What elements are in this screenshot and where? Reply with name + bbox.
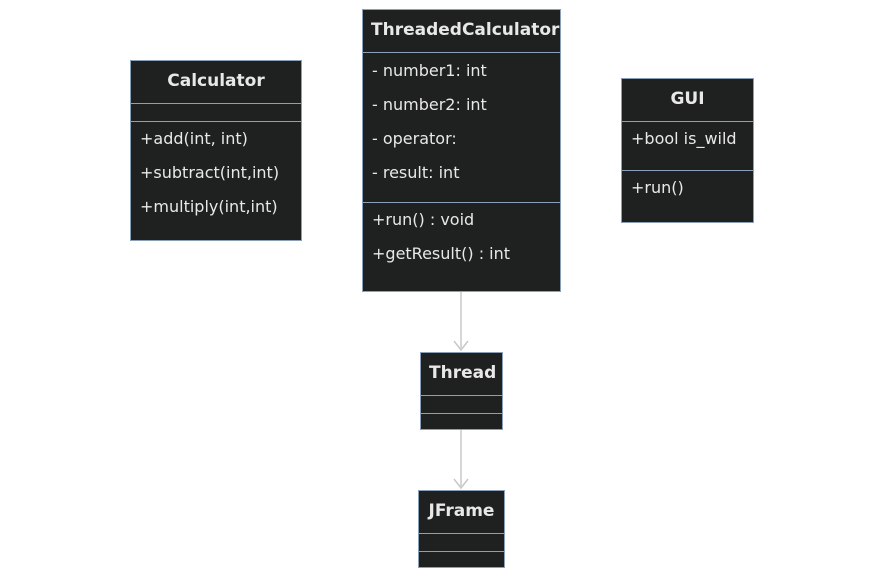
method: +add(int, int) bbox=[140, 129, 248, 148]
class-name: JFrame bbox=[428, 501, 495, 521]
class-thread[interactable]: Thread bbox=[420, 352, 503, 430]
attribute: - number2: int bbox=[372, 95, 487, 114]
methods-section bbox=[419, 551, 504, 564]
method: +multiply(int,int) bbox=[140, 197, 278, 216]
class-name: Calculator bbox=[167, 71, 265, 91]
methods-section: +run() bbox=[622, 170, 753, 205]
arrowhead-thread bbox=[453, 340, 469, 352]
method: +run() bbox=[631, 178, 684, 197]
attributes-section: - number1: int - number2: int - operator… bbox=[363, 52, 560, 190]
attributes-section: +bool is_wild bbox=[622, 121, 753, 170]
class-jframe[interactable]: JFrame bbox=[418, 490, 505, 568]
class-calculator[interactable]: Calculator +add(int, int) +subtract(int,… bbox=[130, 60, 302, 241]
methods-section bbox=[421, 413, 502, 426]
arrowhead-jframe bbox=[453, 478, 469, 490]
attribute: +bool is_wild bbox=[631, 129, 737, 148]
method: +subtract(int,int) bbox=[140, 163, 280, 182]
attributes-section bbox=[131, 103, 301, 121]
class-threaded-calculator[interactable]: ThreadedCalculator - number1: int - numb… bbox=[362, 9, 561, 292]
methods-section: +add(int, int) +subtract(int,int) +multi… bbox=[131, 121, 301, 224]
method: +run() : void bbox=[372, 210, 475, 229]
attribute: - number1: int bbox=[372, 61, 487, 80]
attributes-section bbox=[419, 533, 504, 551]
attribute: - operator: bbox=[372, 129, 457, 148]
class-name: ThreadedCalculator bbox=[371, 20, 560, 40]
method: +getResult() : int bbox=[372, 244, 511, 263]
attributes-section bbox=[421, 395, 502, 413]
class-gui[interactable]: GUI +bool is_wild +run() bbox=[621, 78, 754, 223]
attribute: - result: int bbox=[372, 163, 460, 182]
methods-section: +run() : void +getResult() : int bbox=[363, 202, 560, 271]
class-name: GUI bbox=[670, 89, 705, 109]
class-name: Thread bbox=[429, 363, 497, 383]
